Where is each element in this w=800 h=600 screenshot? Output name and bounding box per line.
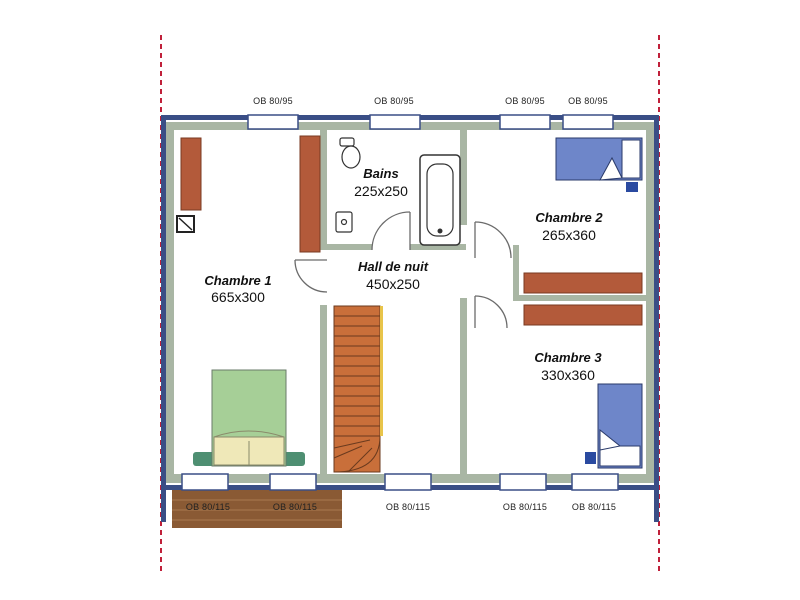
window-label-bottom-5: OB 80/115 xyxy=(572,502,616,512)
window-label-top-2: OB 80/95 xyxy=(374,96,414,106)
bed-chambre2 xyxy=(555,137,643,192)
window-label-bottom-2: OB 80/115 xyxy=(273,502,317,512)
room-name-chambre3: Chambre 3 xyxy=(534,350,602,365)
window-label-bottom-4: OB 80/115 xyxy=(503,502,547,512)
staircase xyxy=(333,305,383,473)
bathtub xyxy=(419,154,461,246)
bed-chambre3 xyxy=(585,383,643,469)
window-label-bottom-3: OB 80/115 xyxy=(386,502,430,512)
room-name-chambre1: Chambre 1 xyxy=(204,273,271,288)
room-dims-hall: 450x250 xyxy=(366,276,420,292)
wardrobe-chambre2 xyxy=(523,272,643,294)
window-label-top-4: OB 80/95 xyxy=(568,96,608,106)
toilet xyxy=(339,137,361,169)
room-name-chambre2: Chambre 2 xyxy=(535,210,603,225)
room-dims-chambre3: 330x360 xyxy=(541,367,595,383)
room-dims-chambre1: 665x300 xyxy=(211,289,265,305)
window-label-top-3: OB 80/95 xyxy=(505,96,545,106)
room-name-bains: Bains xyxy=(363,166,398,181)
sink xyxy=(335,211,353,233)
windows-bottom xyxy=(181,473,619,491)
windows-top xyxy=(247,114,614,130)
wardrobe-chambre1-right xyxy=(299,135,321,253)
balcony xyxy=(172,490,342,528)
wardrobe-chambre1-left xyxy=(180,137,202,211)
window-label-bottom-1: OB 80/115 xyxy=(186,502,230,512)
bed-chambre1 xyxy=(193,369,305,467)
door-swings xyxy=(294,211,512,329)
room-dims-chambre2: 265x360 xyxy=(542,227,596,243)
wardrobe-chambre3 xyxy=(523,304,643,326)
room-dims-bains: 225x250 xyxy=(354,183,408,199)
room-name-hall: Hall de nuit xyxy=(358,259,429,274)
window-label-top-1: OB 80/95 xyxy=(253,96,293,106)
